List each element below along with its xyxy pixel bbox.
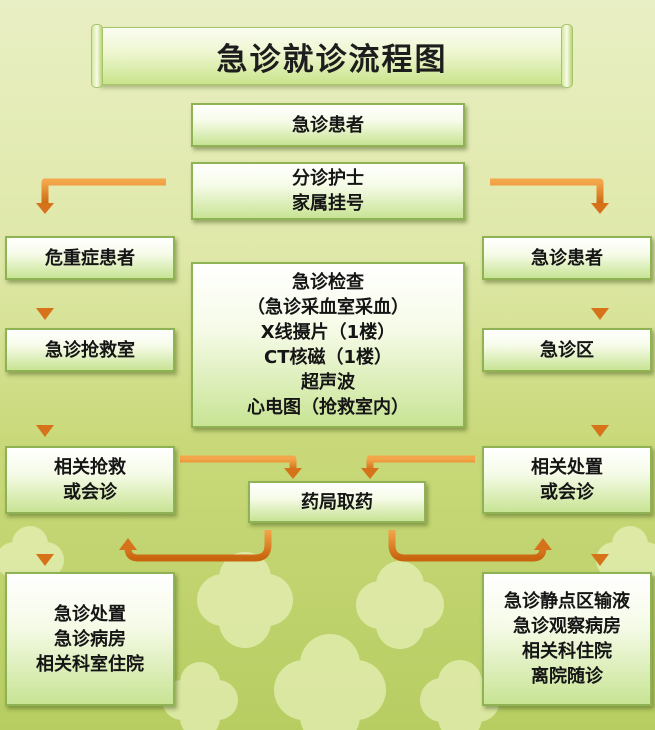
arrowhead-critical-to-rescue <box>36 308 54 320</box>
arrowhead-consult-to-left-outcome <box>36 554 54 566</box>
arrow-triage-right <box>490 178 604 205</box>
node-rescue-consult: 相关抢救 或会诊 <box>5 446 175 514</box>
node-triage: 分诊护士 家属挂号 <box>191 162 465 220</box>
arrow-left-consult-to-pharmacy <box>180 455 297 472</box>
node-emergency-patient-right: 急诊患者 <box>482 236 652 280</box>
node-rescue-room: 急诊抢救室 <box>5 328 175 372</box>
node-emergency-area: 急诊区 <box>482 328 652 372</box>
node-critical-patient: 危重症患者 <box>5 236 175 280</box>
arrow-pharmacy-to-right <box>388 530 547 562</box>
title-banner: 急诊就诊流程图 <box>91 24 573 88</box>
arrowhead-left-consult-to-pharmacy <box>284 468 302 479</box>
arrowhead-area-to-consult <box>591 425 609 437</box>
arrow-right-consult-to-pharmacy <box>366 455 475 472</box>
arrowhead-pharmacy-to-right <box>534 538 552 550</box>
arrow-triage-left <box>41 178 166 205</box>
arrowhead-patient-to-area <box>591 308 609 320</box>
node-emergency-patient-top: 急诊患者 <box>191 103 465 147</box>
arrowhead-pharmacy-to-left <box>119 538 137 550</box>
arrow-pharmacy-to-left <box>124 530 272 562</box>
arrowhead-consult-to-right-outcome <box>591 554 609 566</box>
page-title: 急诊就诊流程图 <box>216 41 448 78</box>
arrowhead-rescue-to-consult <box>36 425 54 437</box>
arrowhead-triage-left <box>36 203 54 214</box>
arrowhead-right-consult-to-pharmacy <box>361 468 379 479</box>
node-treatment-consult: 相关处置 或会诊 <box>482 446 652 514</box>
node-pharmacy: 药局取药 <box>248 481 426 523</box>
arrowhead-triage-right <box>591 203 609 214</box>
node-emergency-exam: 急诊检查 （急诊采血室采血） X线摄片（1楼） CT核磁（1楼） 超声波 心电图… <box>191 262 465 428</box>
node-left-outcome: 急诊处置 急诊病房 相关科室住院 <box>5 572 175 706</box>
node-right-outcome: 急诊静点区输液 急诊观察病房 相关科住院 离院随诊 <box>482 572 652 706</box>
